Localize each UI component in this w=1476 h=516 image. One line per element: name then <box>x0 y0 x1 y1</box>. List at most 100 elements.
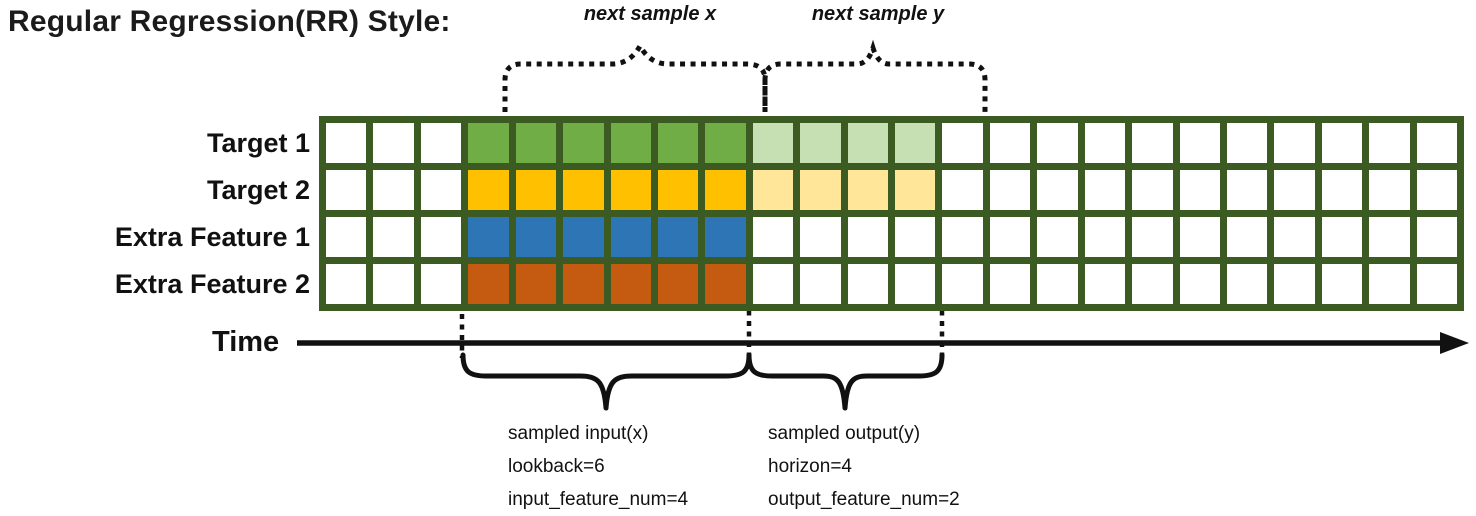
grid-cell <box>1037 217 1078 257</box>
grid-cell <box>468 170 509 210</box>
grid-cell <box>1321 170 1363 210</box>
grid-cell <box>942 217 983 257</box>
grid-cell <box>515 217 557 257</box>
row-label-extra-feature-1: Extra Feature 1 <box>114 222 310 252</box>
grid-cell <box>1321 217 1363 257</box>
grid-cell <box>1132 217 1173 257</box>
grid-cell <box>1369 264 1410 304</box>
grid-cell <box>610 217 651 257</box>
grid-cell <box>515 264 557 304</box>
grid-cell <box>847 170 888 210</box>
grid-cell <box>1416 264 1457 304</box>
grid-cell <box>1132 170 1173 210</box>
grid-cell <box>1416 217 1457 257</box>
grid-cell <box>326 123 367 163</box>
grid-cell <box>657 264 699 304</box>
grid-cell <box>515 123 557 163</box>
grid-cell <box>1226 217 1268 257</box>
next-sample-y-brace <box>762 39 988 112</box>
grid-cell <box>420 264 462 304</box>
grid-cell <box>989 264 1031 304</box>
grid-cell <box>705 264 746 304</box>
grid-cell <box>1226 170 1268 210</box>
grid-cell <box>1132 264 1173 304</box>
grid-cell <box>1416 123 1457 163</box>
grid-cell <box>373 123 414 163</box>
row-label-target-1: Target 1 <box>206 128 310 158</box>
sampled-input-note: sampled input(x) lookback=6 input_featur… <box>508 417 688 516</box>
row-label-target-2: Target 2 <box>206 175 310 205</box>
grid-cell <box>563 217 604 257</box>
page-title: Regular Regression(RR) Style: <box>8 5 451 38</box>
grid-cell <box>847 264 888 304</box>
grid-cell <box>1084 170 1126 210</box>
grid-cell <box>1084 217 1126 257</box>
sampled-input-title: sampled input(x) <box>508 423 649 444</box>
grid-cell <box>420 170 462 210</box>
grid-cell <box>1369 123 1410 163</box>
grid-cell <box>1226 264 1268 304</box>
grid-cell <box>420 217 462 257</box>
grid-cell <box>800 123 841 163</box>
grid-cell <box>1369 217 1410 257</box>
grid-cell <box>800 264 841 304</box>
grid-cell <box>657 170 699 210</box>
sampled-output-title: sampled output(y) <box>768 423 921 444</box>
output-feature-num-value: output_feature_num=2 <box>768 489 960 510</box>
grid-cell <box>1416 170 1457 210</box>
grid-cell <box>1321 264 1363 304</box>
grid-cell <box>705 123 746 163</box>
grid-cell <box>752 264 794 304</box>
grid-cell <box>563 123 604 163</box>
time-axis-arrowhead <box>1440 332 1469 354</box>
grid-cell <box>657 123 699 163</box>
grid-cell <box>1226 123 1268 163</box>
sample-grid <box>319 116 1464 311</box>
grid-cell <box>1084 264 1126 304</box>
grid-cell <box>752 217 794 257</box>
grid-cell <box>373 170 414 210</box>
time-axis-label: Time <box>212 326 280 358</box>
grid-cell <box>1274 123 1315 163</box>
grid-cell <box>847 217 888 257</box>
grid-cell <box>1084 123 1126 163</box>
grid-cell <box>942 264 983 304</box>
grid-cell <box>800 217 841 257</box>
grid-cell <box>1274 264 1315 304</box>
grid-cell <box>373 217 414 257</box>
grid-cell <box>1274 217 1315 257</box>
grid-cell <box>563 264 604 304</box>
grid-cell <box>800 170 841 210</box>
grid-cell <box>1132 123 1173 163</box>
grid-cell <box>705 170 746 210</box>
grid-cell <box>1179 123 1220 163</box>
grid-cell <box>942 170 983 210</box>
grid-cell <box>752 170 794 210</box>
grid-cell <box>705 217 746 257</box>
row-label-extra-feature-2: Extra Feature 2 <box>114 269 310 299</box>
lookback-value: lookback=6 <box>508 456 605 477</box>
grid-cell <box>610 123 651 163</box>
next-sample-x-brace <box>502 40 768 112</box>
grid-cell <box>942 123 983 163</box>
grid-cell <box>847 123 888 163</box>
grid-cell <box>895 170 936 210</box>
grid-cell <box>752 123 794 163</box>
grid-cell <box>468 217 509 257</box>
grid-cell <box>326 264 367 304</box>
grid-cell <box>610 170 651 210</box>
grid-cell <box>610 264 651 304</box>
grid-cell <box>657 217 699 257</box>
next-sample-y-label: next sample y <box>811 3 945 25</box>
grid-cell <box>1369 170 1410 210</box>
grid-cell <box>989 170 1031 210</box>
grid-cell <box>895 264 936 304</box>
grid-cell <box>895 217 936 257</box>
next-sample-x-label: next sample x <box>583 3 717 25</box>
grid-cell <box>1321 123 1363 163</box>
grid-cell <box>420 123 462 163</box>
grid-cell <box>1179 170 1220 210</box>
grid-cell <box>895 123 936 163</box>
